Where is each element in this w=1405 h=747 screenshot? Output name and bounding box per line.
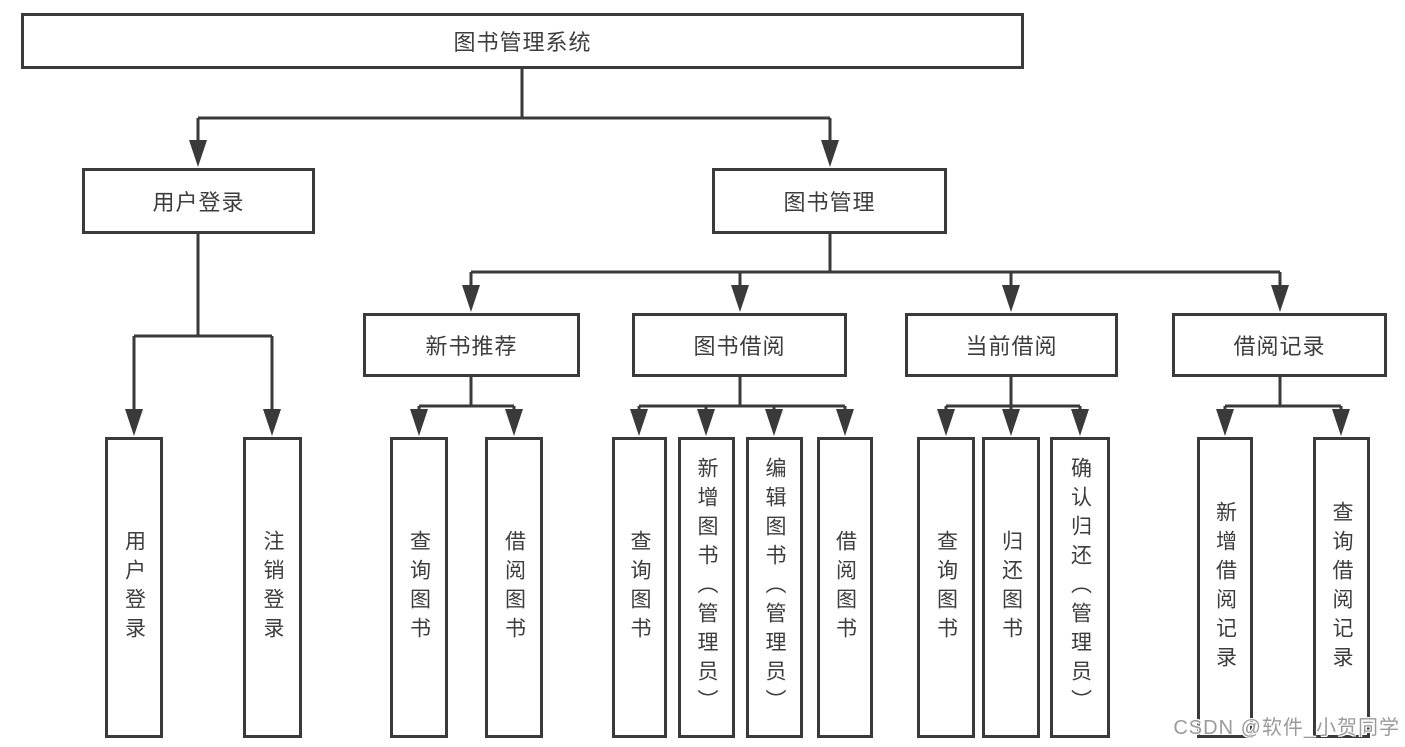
arrowhead-icon xyxy=(505,409,523,436)
arrowhead-icon xyxy=(189,140,207,167)
leaf-query-borrow-record-label: 查询借阅记录 xyxy=(1330,500,1353,675)
leaf-return-book-label: 归还图书 xyxy=(999,529,1023,646)
leaf-query-borrow-record: 查询借阅记录 xyxy=(1313,437,1370,738)
arrowhead-icon xyxy=(1216,409,1234,436)
leaf-add-book-admin: 新增图书（管理员） xyxy=(678,437,735,738)
arrowhead-icon xyxy=(1332,409,1350,436)
leaf-query-books-recommend: 查询图书 xyxy=(390,437,448,738)
connector-currentborrow-to-leaves xyxy=(944,377,1082,411)
connector-root-to-level2 xyxy=(196,68,832,142)
arrowhead-icon xyxy=(1002,285,1020,312)
node-current-borrow: 当前借阅 xyxy=(905,313,1118,377)
connector-userlogin-to-leaves xyxy=(132,234,274,411)
leaf-add-borrow-record-label: 新增借阅记录 xyxy=(1213,500,1237,675)
node-new-book-recommend: 新书推荐 xyxy=(363,313,580,377)
arrowhead-icon xyxy=(836,409,854,436)
connector-newbookrec-to-leaves xyxy=(417,377,516,411)
watermark: CSDN @软件_小贺同学 xyxy=(1173,717,1400,739)
arrowhead-icon xyxy=(731,285,749,312)
arrowhead-icon xyxy=(630,409,648,436)
arrowhead-icon xyxy=(410,409,428,436)
leaf-user-login: 用户登录 xyxy=(105,437,163,738)
leaf-query-books-current: 查询图书 xyxy=(917,437,975,738)
arrowhead-icon xyxy=(1002,409,1020,436)
leaf-confirm-return-admin: 确认归还（管理员） xyxy=(1050,437,1110,738)
arrowhead-icon xyxy=(462,285,480,312)
leaf-edit-book-admin: 编辑图书（管理员） xyxy=(746,437,803,738)
node-user-login-label: 用户登录 xyxy=(152,190,245,215)
leaf-return-book: 归还图书 xyxy=(982,437,1040,738)
leaf-borrow-books-label: 借阅图书 xyxy=(833,529,857,646)
node-book-management-label: 图书管理 xyxy=(783,190,876,215)
node-book-borrow-label: 图书借阅 xyxy=(693,334,786,359)
arrowhead-icon xyxy=(1271,285,1289,312)
connector-borrowrecords-to-leaves xyxy=(1223,377,1343,411)
leaf-logout-label: 注销登录 xyxy=(261,529,284,646)
connector-bookborrow-to-leaves xyxy=(637,377,847,411)
leaf-query-books-borrow-label: 查询图书 xyxy=(628,529,651,646)
node-new-book-recommend-label: 新书推荐 xyxy=(425,334,518,359)
leaf-add-borrow-record: 新增借阅记录 xyxy=(1197,437,1253,738)
node-book-management: 图书管理 xyxy=(712,168,947,234)
leaf-user-login-label: 用户登录 xyxy=(122,529,146,646)
arrowhead-icon xyxy=(125,409,143,436)
arrowhead-icon xyxy=(821,140,839,167)
leaf-edit-book-admin-label: 编辑图书（管理员） xyxy=(763,457,786,718)
node-user-login: 用户登录 xyxy=(82,168,315,234)
node-borrow-records: 借阅记录 xyxy=(1172,313,1387,377)
leaf-add-book-admin-label: 新增图书（管理员） xyxy=(695,457,718,718)
leaf-logout: 注销登录 xyxy=(243,437,302,738)
arrowheads xyxy=(125,140,1350,436)
leaf-query-books-current-label: 查询图书 xyxy=(934,529,958,646)
leaf-confirm-return-admin-label: 确认归还（管理员） xyxy=(1068,457,1092,718)
leaf-query-books-borrow: 查询图书 xyxy=(612,437,667,738)
node-current-borrow-label: 当前借阅 xyxy=(965,334,1058,359)
node-root-label: 图书管理系统 xyxy=(453,30,592,55)
node-root: 图书管理系统 xyxy=(21,13,1024,69)
node-book-borrow: 图书借阅 xyxy=(632,313,847,377)
node-borrow-records-label: 借阅记录 xyxy=(1233,334,1326,359)
leaf-query-books-recommend-label: 查询图书 xyxy=(407,529,431,646)
arrowhead-icon xyxy=(263,409,281,436)
arrowhead-icon xyxy=(697,409,715,436)
leaf-borrow-books-recommend-label: 借阅图书 xyxy=(502,529,526,646)
arrowhead-icon xyxy=(765,409,783,436)
connector-bookmgmt-to-level3 xyxy=(469,234,1282,287)
arrowhead-icon xyxy=(937,409,955,436)
arrowhead-icon xyxy=(1071,409,1089,436)
leaf-borrow-books: 借阅图书 xyxy=(817,437,873,738)
leaf-borrow-books-recommend: 借阅图书 xyxy=(485,437,543,738)
